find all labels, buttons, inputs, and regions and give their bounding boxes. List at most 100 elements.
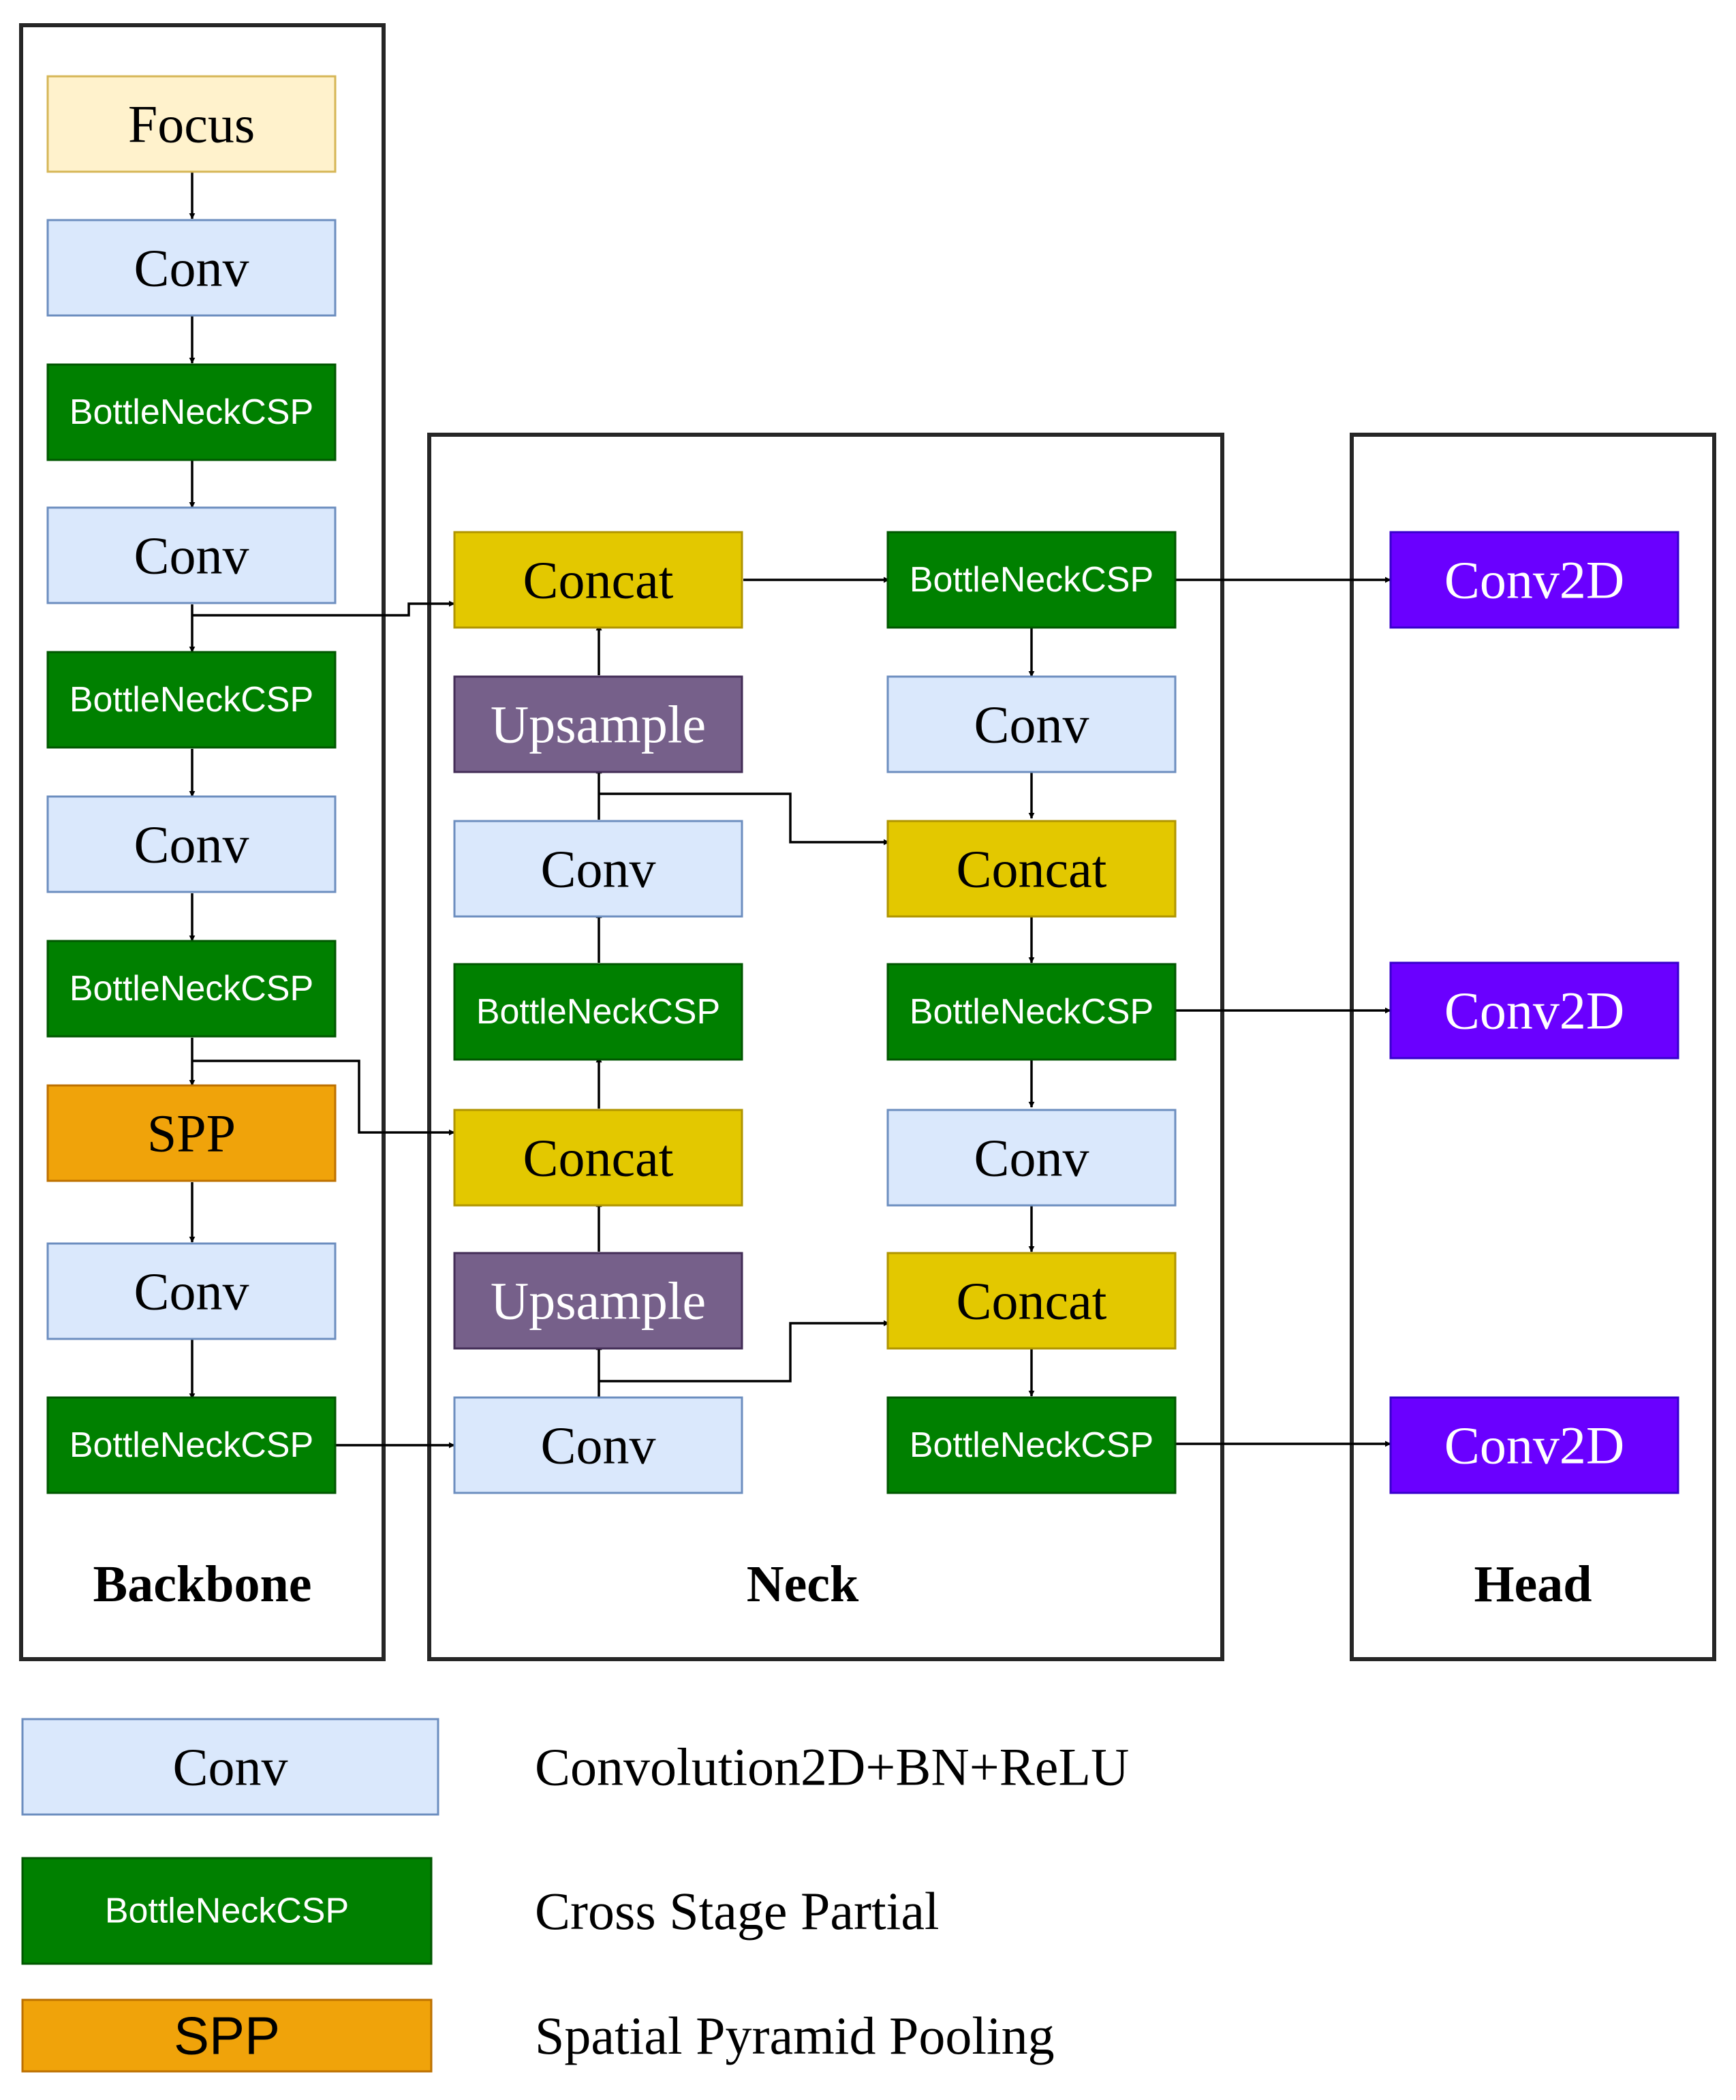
legend-csp-swatch (21, 1857, 433, 1965)
legend-spp-description: Spatial Pyramid Pooling (535, 2006, 1055, 2065)
block-b-spp-label: SPP (147, 1104, 236, 1163)
block-n-up2-label: Upsample (491, 1271, 706, 1331)
block-n-concat1-box (453, 531, 743, 629)
block-n-csp-r2-box (886, 963, 1177, 1061)
block-n-conv-r1-label: Conv (974, 695, 1089, 754)
block-n-concat-r2-box (886, 1252, 1177, 1350)
legend: Conv Convolution2D+BN+ReLU BottleNeckCSP Cr… (21, 1718, 1129, 2073)
legend-spp-label: SPP (174, 2006, 280, 2066)
block-b-conv2-label: Conv (134, 526, 249, 585)
block-n-conv-r1: Conv (886, 675, 1177, 773)
block-n-concat-r2: Concat (886, 1252, 1177, 1350)
block-b-conv1: Conv (46, 219, 337, 317)
block-n-conv2-box (453, 1396, 743, 1494)
block-b-csp1: BottleNeckCSP (46, 363, 337, 461)
block-b-csp2: BottleNeckCSP (46, 651, 337, 749)
legend-item-conv: Conv Convolution2D+BN+ReLU (21, 1718, 1129, 1816)
edge-conv1-to-concat-r1 (599, 792, 890, 846)
block-n-conv2: Conv (453, 1396, 743, 1494)
block-n-csp1-box (453, 963, 743, 1061)
block-n-concat2: Concat (453, 1109, 743, 1207)
block-b-csp2-label: BottleNeckCSP (69, 680, 313, 720)
block-h-conv2d-2: Conv2D (1389, 961, 1679, 1060)
block-n-csp-r3-box (886, 1396, 1177, 1494)
block-n-conv1: Conv (453, 820, 743, 918)
block-n-concat2-box (453, 1109, 743, 1207)
block-b-conv4: Conv (46, 1242, 337, 1340)
block-n-up1: Upsample (453, 675, 743, 773)
legend-item-csp: BottleNeckCSP Cross Stage Partial (21, 1857, 940, 1965)
block-b-csp4-label: BottleNeckCSP (69, 1425, 313, 1465)
block-n-csp-r1-label: BottleNeckCSP (910, 560, 1153, 600)
block-n-csp-r3: BottleNeckCSP (886, 1396, 1177, 1494)
block-b-spp-box (46, 1084, 337, 1182)
block-n-csp-r2-label: BottleNeckCSP (910, 992, 1153, 1032)
edge-backbone-to-concat1 (192, 600, 455, 617)
block-n-up1-box (453, 675, 743, 773)
block-n-csp1: BottleNeckCSP (453, 963, 743, 1061)
block-n-up1-label: Upsample (491, 695, 706, 754)
block-n-up2: Upsample (453, 1252, 743, 1350)
block-n-up2-box (453, 1252, 743, 1350)
block-n-concat1: Concat (453, 531, 743, 629)
block-n-csp-r1: BottleNeckCSP (886, 531, 1177, 629)
backbone-title: Backbone (93, 1556, 312, 1613)
block-b-spp: SPP (46, 1084, 337, 1182)
block-n-conv1-label: Conv (540, 839, 655, 899)
edge-backbone-to-concat2 (192, 1060, 455, 1136)
block-n-conv-r1-box (886, 675, 1177, 773)
legend-conv-description: Convolution2D+BN+ReLU (535, 1738, 1129, 1797)
legend-csp-description: Cross Stage Partial (535, 1881, 940, 1941)
block-h-conv2d-3: Conv2D (1389, 1396, 1679, 1494)
block-b-csp1-label: BottleNeckCSP (69, 392, 313, 432)
block-n-csp-r1-box (886, 531, 1177, 629)
block-n-conv-r2: Conv (886, 1109, 1177, 1207)
block-b-csp3-box (46, 940, 337, 1038)
block-b-conv1-label: Conv (134, 238, 249, 298)
block-n-concat1-label: Concat (523, 551, 674, 610)
block-n-concat-r1-box (886, 820, 1177, 918)
block-n-conv-r2-box (886, 1109, 1177, 1207)
block-n-conv2-label: Conv (540, 1416, 655, 1475)
block-n-conv-r2-label: Conv (974, 1128, 1089, 1188)
block-h-conv2d-3-label: Conv2D (1444, 1416, 1624, 1475)
head-title: Head (1474, 1556, 1592, 1613)
block-b-csp2-box (46, 651, 337, 749)
block-b-conv4-label: Conv (134, 1262, 249, 1321)
block-n-csp1-label: BottleNeckCSP (476, 992, 720, 1032)
block-b-csp1-box (46, 363, 337, 461)
blocks: FocusConvBottleNeckCSPConvBottleNeckCSPC… (46, 75, 1679, 1494)
block-b-conv2-box (46, 506, 337, 604)
block-b-conv3-box (46, 795, 337, 893)
connectors (189, 171, 1391, 1449)
block-h-conv2d-1: Conv2D (1389, 531, 1679, 629)
block-b-csp3: BottleNeckCSP (46, 940, 337, 1038)
block-n-concat-r1: Concat (886, 820, 1177, 918)
block-b-conv3: Conv (46, 795, 337, 893)
block-b-focus: Focus (46, 75, 337, 173)
edge-conv2-to-concat-r2 (599, 1320, 890, 1383)
block-n-csp-r2: BottleNeckCSP (886, 963, 1177, 1061)
block-b-conv4-box (46, 1242, 337, 1340)
legend-conv-label: Conv (172, 1738, 288, 1797)
block-h-conv2d-1-box (1389, 531, 1679, 629)
block-n-concat-r2-label: Concat (957, 1271, 1107, 1331)
block-b-focus-label: Focus (128, 95, 255, 154)
block-n-conv1-box (453, 820, 743, 918)
block-h-conv2d-3-box (1389, 1396, 1679, 1494)
block-b-conv1-box (46, 219, 337, 317)
legend-spp-swatch (21, 1998, 433, 2073)
block-n-csp-r3-label: BottleNeckCSP (910, 1425, 1153, 1465)
block-n-concat-r1-label: Concat (957, 839, 1107, 899)
block-b-csp4-box (46, 1396, 337, 1494)
block-b-conv3-label: Conv (134, 815, 249, 874)
block-b-conv2: Conv (46, 506, 337, 604)
block-b-focus-box (46, 75, 337, 173)
block-h-conv2d-2-label: Conv2D (1444, 981, 1624, 1040)
block-b-csp3-label: BottleNeckCSP (69, 969, 313, 1008)
legend-csp-label: BottleNeckCSP (105, 1891, 349, 1931)
block-h-conv2d-2-box (1389, 961, 1679, 1060)
block-b-csp4: BottleNeckCSP (46, 1396, 337, 1494)
legend-item-spp: SPP Spatial Pyramid Pooling (21, 1998, 1055, 2073)
